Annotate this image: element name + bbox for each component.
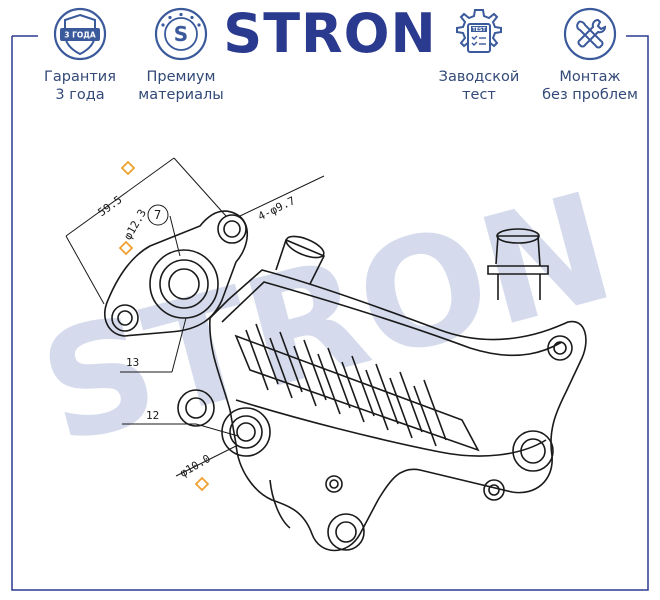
dimension-lines	[65, 157, 325, 477]
feature-factory-test: TEST Заводской тест	[414, 6, 544, 104]
feature-warranty: 3 ГОДА Гарантия 3 года	[15, 6, 145, 104]
part-outline	[104, 210, 587, 552]
dimension-label: φ10.0	[178, 452, 213, 480]
feature-easy-install-line1: Монтаж	[559, 69, 621, 85]
feature-premium-line2: материалы	[138, 87, 224, 103]
brand-logo: STRON	[223, 2, 437, 65]
feature-warranty-line1: Гарантия	[44, 69, 116, 85]
test-gear-icon: TEST	[456, 9, 502, 53]
tools-icon	[563, 7, 617, 61]
characteristic-diamonds	[118, 160, 210, 492]
premium-seal-icon: S	[154, 7, 208, 61]
dimension-label: φ12.3	[121, 207, 149, 242]
feature-easy-install: Монтаж без проблем	[525, 6, 655, 104]
feature-factory-test-line1: Заводской	[438, 69, 520, 85]
feature-factory-test-line2: тест	[462, 87, 496, 103]
dimension-label: 7	[154, 208, 161, 222]
dimension-label: 12	[146, 409, 159, 422]
warranty-badge-text: 3 ГОДА	[64, 31, 96, 40]
dimension-label: 13	[126, 356, 139, 369]
feature-warranty-line2: 3 года	[55, 87, 105, 103]
feature-easy-install-line2: без проблем	[542, 87, 638, 103]
shield-badge-icon: 3 ГОДА	[53, 7, 107, 61]
test-badge-text: TEST	[472, 27, 486, 33]
diamond-marker	[118, 240, 134, 256]
premium-seal-letter: S	[174, 22, 188, 46]
feature-premium-line1: Премиум	[146, 69, 216, 85]
diamond-marker	[120, 160, 136, 176]
feature-premium: S Премиум материалы	[116, 6, 246, 104]
callout-circle	[147, 204, 169, 226]
diamond-marker	[194, 476, 210, 492]
